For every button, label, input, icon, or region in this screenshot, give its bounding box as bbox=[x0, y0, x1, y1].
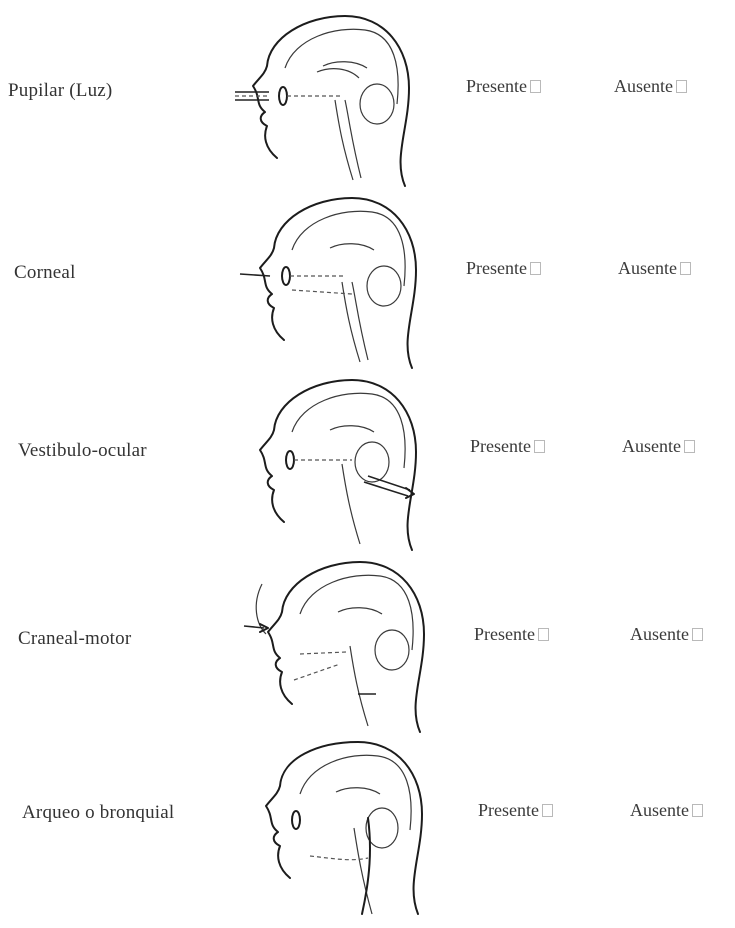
absent-option[interactable]: Ausente bbox=[622, 436, 695, 457]
present-label: Presente bbox=[466, 76, 527, 97]
absent-option[interactable]: Ausente bbox=[618, 258, 691, 279]
present-option[interactable]: Presente bbox=[470, 436, 545, 457]
absent-label: Ausente bbox=[630, 800, 689, 821]
present-label: Presente bbox=[466, 258, 527, 279]
present-checkbox[interactable] bbox=[534, 440, 545, 453]
head-diagram-pupilar-icon bbox=[225, 8, 415, 188]
reflex-row-craneal-motor: Craneal-motor Presente Ausente bbox=[0, 554, 735, 734]
reflex-label: Arqueo o bronquial bbox=[22, 802, 174, 824]
absent-checkbox[interactable] bbox=[676, 80, 687, 93]
head-diagram-vestibulo-ocular-icon bbox=[232, 372, 422, 552]
present-checkbox[interactable] bbox=[530, 262, 541, 275]
reflex-row-corneal: Corneal Presente Ausente bbox=[0, 190, 735, 370]
present-checkbox[interactable] bbox=[542, 804, 553, 817]
absent-label: Ausente bbox=[614, 76, 673, 97]
reflex-label: Vestibulo-ocular bbox=[18, 440, 147, 462]
absent-label: Ausente bbox=[622, 436, 681, 457]
absent-checkbox[interactable] bbox=[692, 628, 703, 641]
present-checkbox[interactable] bbox=[530, 80, 541, 93]
reflex-row-arqueo-bronquial: Arqueo o bronquial Presente Ausente bbox=[0, 738, 735, 918]
reflex-label: Craneal-motor bbox=[18, 628, 131, 650]
present-option[interactable]: Presente bbox=[466, 76, 541, 97]
present-label: Presente bbox=[474, 624, 535, 645]
present-checkbox[interactable] bbox=[538, 628, 549, 641]
absent-label: Ausente bbox=[618, 258, 677, 279]
absent-checkbox[interactable] bbox=[692, 804, 703, 817]
present-option[interactable]: Presente bbox=[474, 624, 549, 645]
absent-option[interactable]: Ausente bbox=[630, 800, 703, 821]
absent-label: Ausente bbox=[630, 624, 689, 645]
head-diagram-corneal-icon bbox=[232, 190, 422, 370]
present-option[interactable]: Presente bbox=[478, 800, 553, 821]
head-diagram-arqueo-bronquial-icon bbox=[250, 738, 440, 918]
head-diagram-craneal-motor-icon bbox=[240, 554, 430, 734]
present-label: Presente bbox=[470, 436, 531, 457]
reflex-label: Pupilar (Luz) bbox=[8, 80, 112, 102]
reflex-row-vestibulo-ocular: Vestibulo-ocular Presente Ausente bbox=[0, 372, 735, 552]
reflex-label: Corneal bbox=[14, 262, 76, 284]
present-option[interactable]: Presente bbox=[466, 258, 541, 279]
present-label: Presente bbox=[478, 800, 539, 821]
absent-option[interactable]: Ausente bbox=[614, 76, 687, 97]
absent-checkbox[interactable] bbox=[680, 262, 691, 275]
absent-checkbox[interactable] bbox=[684, 440, 695, 453]
reflex-row-pupilar: Pupilar (Luz) Presente Ausente bbox=[0, 8, 735, 188]
absent-option[interactable]: Ausente bbox=[630, 624, 703, 645]
